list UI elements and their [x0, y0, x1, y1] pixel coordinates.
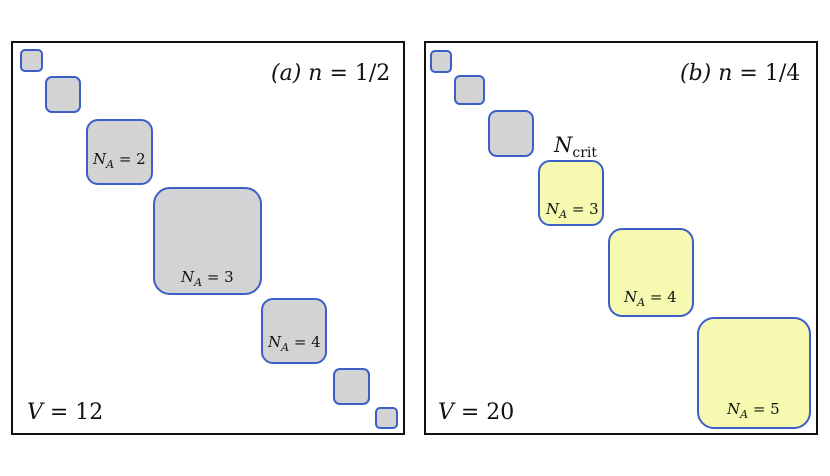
block-b-5-label: NA = 4	[623, 288, 677, 309]
block-b-5	[608, 228, 694, 317]
block-b-3	[488, 110, 534, 157]
block-a-2	[45, 76, 81, 113]
critical-size-label: Ncrit	[553, 133, 597, 161]
panel-b-blocks	[430, 50, 811, 429]
block-a-4-label: NA = 3	[180, 268, 234, 289]
panel-b-title: (b) n = 1/4	[680, 61, 800, 86]
block-b-4-label: NA = 3	[545, 200, 599, 221]
panel-b-frame	[424, 41, 818, 435]
block-b-6-label: NA = 5	[726, 400, 780, 421]
panel-b-volume: V = 20	[438, 400, 514, 425]
block-a-3	[86, 119, 153, 185]
block-a-4	[153, 187, 262, 295]
panel-a-frame	[11, 41, 405, 435]
block-b-4	[538, 160, 604, 226]
block-b-6	[697, 317, 811, 429]
block-a-5	[261, 298, 327, 364]
block-a-7	[375, 407, 398, 429]
block-a-1	[20, 49, 43, 72]
block-a-3-label: NA = 2	[92, 150, 146, 171]
block-a-6	[333, 368, 370, 405]
block-b-1	[430, 50, 452, 73]
block-a-5-label: NA = 4	[267, 333, 321, 354]
block-b-2	[454, 75, 485, 105]
panel-a-title: (a) n = 1/2	[271, 61, 390, 86]
panel-a-volume: V = 12	[27, 400, 103, 425]
panel-a-blocks	[20, 49, 398, 429]
